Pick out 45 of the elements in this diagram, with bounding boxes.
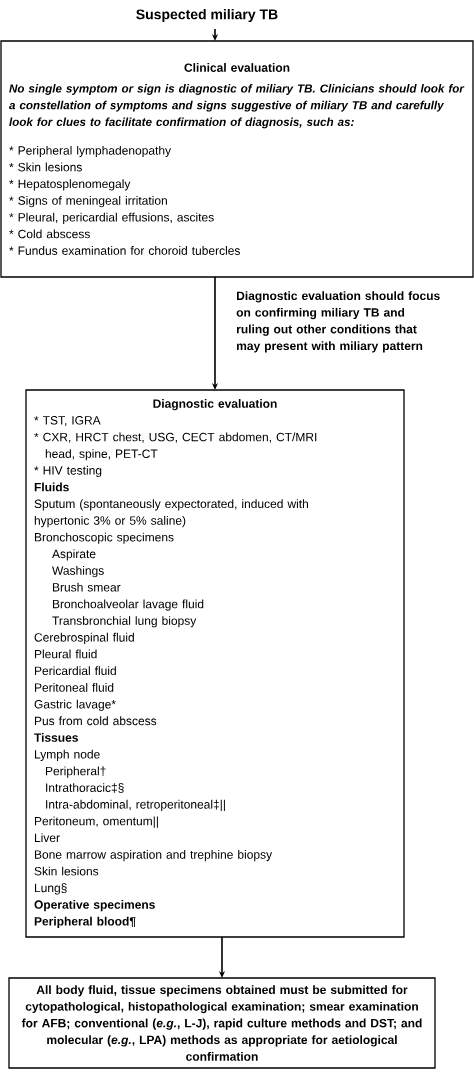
list-item: Bronchoalveolar lavage fluid — [53, 599, 204, 611]
evaluation-box — [0, 40, 474, 278]
paragraph: No single symptom or sign is diagnostic of miliary TB. Clinicians should look for a constellation of symptoms and signs suggestive of miliary TB and carefully look for clues to facilitate confirmation of diagnosis, such as: — [9, 84, 465, 129]
list-item: Intrathoracic‡§ — [46, 783, 124, 793]
list-item: Lymph node — [35, 749, 100, 761]
box-heading: Clinical evaluation — [184, 63, 290, 72]
list-item: Washings — [52, 566, 104, 578]
list-item: Pericardial fluid — [35, 666, 116, 676]
list-item: Bone marrow aspiration and trephine biopsy — [35, 849, 273, 862]
list-item: * HIV testing — [34, 465, 102, 478]
list-item: * Pleural, pericardial effusions, ascites — [9, 212, 214, 224]
evaluation-box — [25, 389, 405, 938]
list-item: Liver — [35, 833, 60, 843]
list-item: * Peripheral lymphadenopathy — [9, 145, 172, 158]
list-item: Transbronchial lung biopsy — [52, 616, 197, 628]
list-item: Sputum (spontaneously expectorated, induced with hypertonic 3% or 5% saline) — [34, 499, 308, 528]
list-item: * Signs of meningeal irritation — [9, 196, 167, 208]
list-item: * Hepatosplenomegaly — [9, 179, 131, 191]
list-item: * Skin lesions — [9, 162, 82, 172]
section-heading: Peripheral blood¶ — [34, 916, 136, 928]
edge-label: Diagnostic evaluation should focus on confirming miliary TB and ruling out other conditions that may present with miliary pattern — [235, 290, 443, 354]
list-item: Cerebrospinal fluid — [34, 632, 134, 645]
result-box — [8, 977, 436, 1069]
list-item: Intra-abdominal, retroperitoneal‡|| — [46, 799, 225, 812]
list-item: Aspirate — [52, 549, 96, 561]
box-heading: Diagnostic evaluation — [153, 399, 277, 411]
list-item: Peritoneal fluid — [35, 682, 114, 692]
section-heading: Tissues — [34, 733, 78, 742]
list-item: Skin lesions — [34, 866, 99, 876]
list-item: * TST, IGRA — [34, 416, 101, 426]
list-item: Gastric lavage* — [34, 699, 116, 711]
list-item: Pus from cold abscess — [35, 716, 157, 726]
title-text: Suspected miliary TB — [136, 9, 278, 23]
list-item: Lung§ — [35, 883, 67, 895]
list-item: * Cold abscess — [9, 229, 90, 239]
list-item: * CXR, HRCT chest, USG, CECT abdomen, CT/MRI head, spine, PET-CT — [34, 432, 317, 461]
list-item: Brush smear — [53, 582, 121, 592]
paragraph: All body fluid, tissue specimens obtained must be submitted for cytopathological, histopathological examination; smear examination for AFB; conventional (e.g., L-J), rapid culture methods and DST; and molecular (e.g., LPA) methods as appropriate for aetiological confirmation — [21, 985, 422, 1061]
list-item: Pleural fluid — [35, 649, 97, 659]
list-item: Peritoneum, omentum|| — [35, 816, 158, 828]
list-item: * Fundus examination for choroid tubercles — [9, 246, 240, 255]
list-item: Bronchoscopic specimens — [35, 532, 174, 544]
section-heading: Fluids — [34, 482, 69, 492]
list-item: Peripheral† — [46, 766, 106, 778]
section-heading: Operative specimens — [34, 900, 155, 912]
